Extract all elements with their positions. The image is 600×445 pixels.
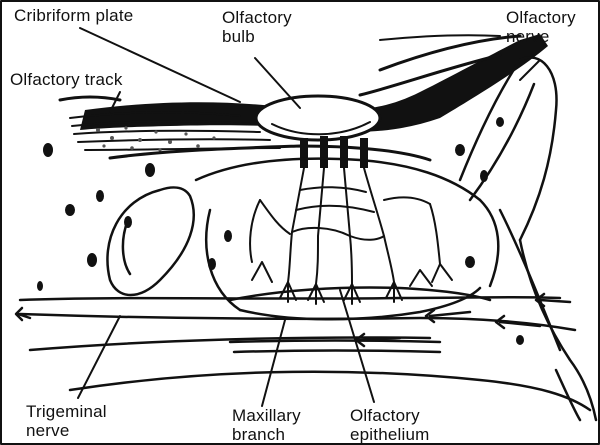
label-olfactory-epithelium-line1: Olfactory — [350, 406, 430, 425]
right-nasal-structures — [460, 57, 596, 420]
label-olfactory-bulb: Olfactory bulb — [222, 8, 292, 46]
dural-strip — [380, 35, 500, 40]
label-trigeminal-nerve-line2: nerve — [26, 421, 107, 440]
label-maxillary-branch-line2: branch — [232, 425, 301, 444]
label-olfactory-nerve: Olfactory nerve — [506, 8, 576, 46]
label-olfactory-nerve-line2: nerve — [506, 27, 576, 46]
label-olfactory-epithelium-line2: epithelium — [350, 425, 430, 444]
label-cribriform-plate: Cribriform plate — [14, 6, 133, 25]
olfactory-filaments — [250, 168, 440, 284]
label-olfactory-epithelium: Olfactory epithelium — [350, 406, 430, 444]
nasal-cavity-contours — [20, 159, 590, 410]
label-olfactory-track-text: Olfactory track — [10, 70, 123, 89]
cribriform-plate-line — [110, 146, 430, 160]
label-trigeminal-nerve-line1: Trigeminal — [26, 402, 107, 421]
label-trigeminal-nerve: Trigeminal nerve — [26, 402, 107, 440]
label-olfactory-bulb-line1: Olfactory — [222, 8, 292, 27]
label-olfactory-nerve-line1: Olfactory — [506, 8, 576, 27]
tissue-spots — [37, 117, 524, 345]
label-cribriform-plate-text: Cribriform plate — [14, 6, 133, 25]
label-olfactory-bulb-line2: bulb — [222, 27, 292, 46]
label-maxillary-branch-line1: Maxillary — [232, 406, 301, 425]
label-olfactory-track: Olfactory track — [10, 70, 123, 89]
label-maxillary-branch: Maxillary branch — [232, 406, 301, 444]
